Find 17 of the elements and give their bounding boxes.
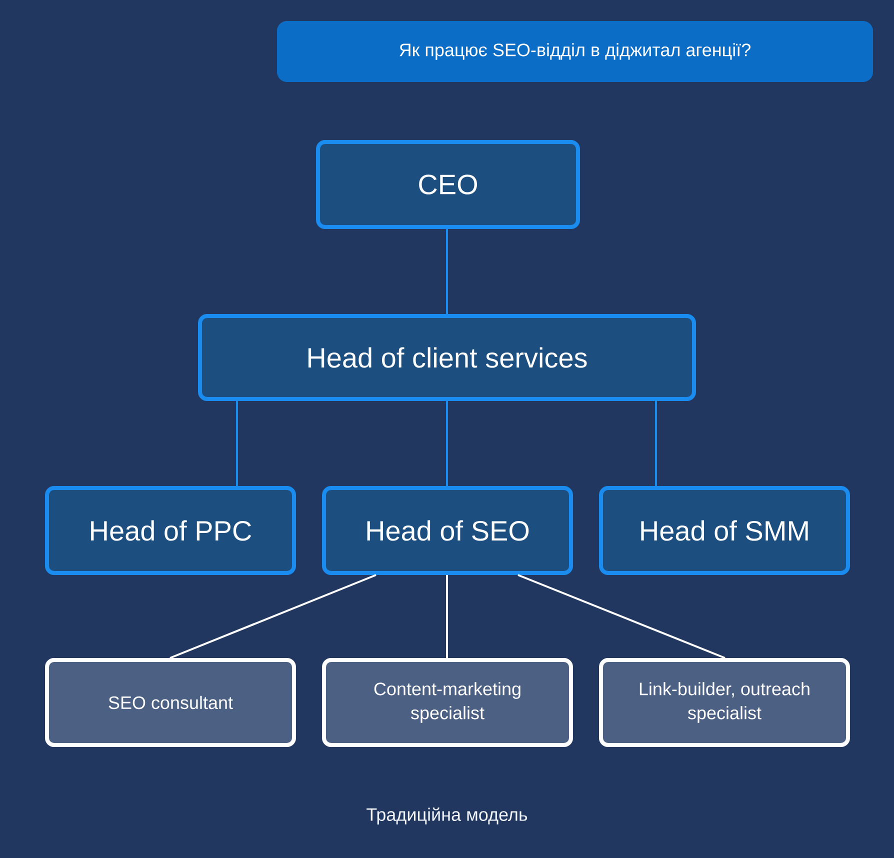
title-banner: Як працює SEO-відділ в діджитал агенції?	[277, 21, 873, 82]
role-box: Link-builder, outreach specialist	[599, 658, 850, 747]
role-box: Content-marketing specialist	[322, 658, 573, 747]
connector-line	[446, 401, 448, 486]
connector-line	[170, 574, 376, 659]
caption: Традиційна модель	[366, 807, 528, 825]
role-box: Head of SMM	[599, 486, 850, 575]
role-box: SEO consultant	[45, 658, 296, 747]
connector-line	[655, 401, 657, 486]
connector-line	[446, 229, 448, 314]
role-box: CEO	[316, 140, 580, 229]
role-box: Head of client services	[198, 314, 696, 401]
connector-line	[446, 575, 448, 658]
connector-line	[518, 574, 726, 659]
role-box: Head of PPC	[45, 486, 296, 575]
connector-line	[236, 401, 238, 486]
role-box: Head of SEO	[322, 486, 573, 575]
